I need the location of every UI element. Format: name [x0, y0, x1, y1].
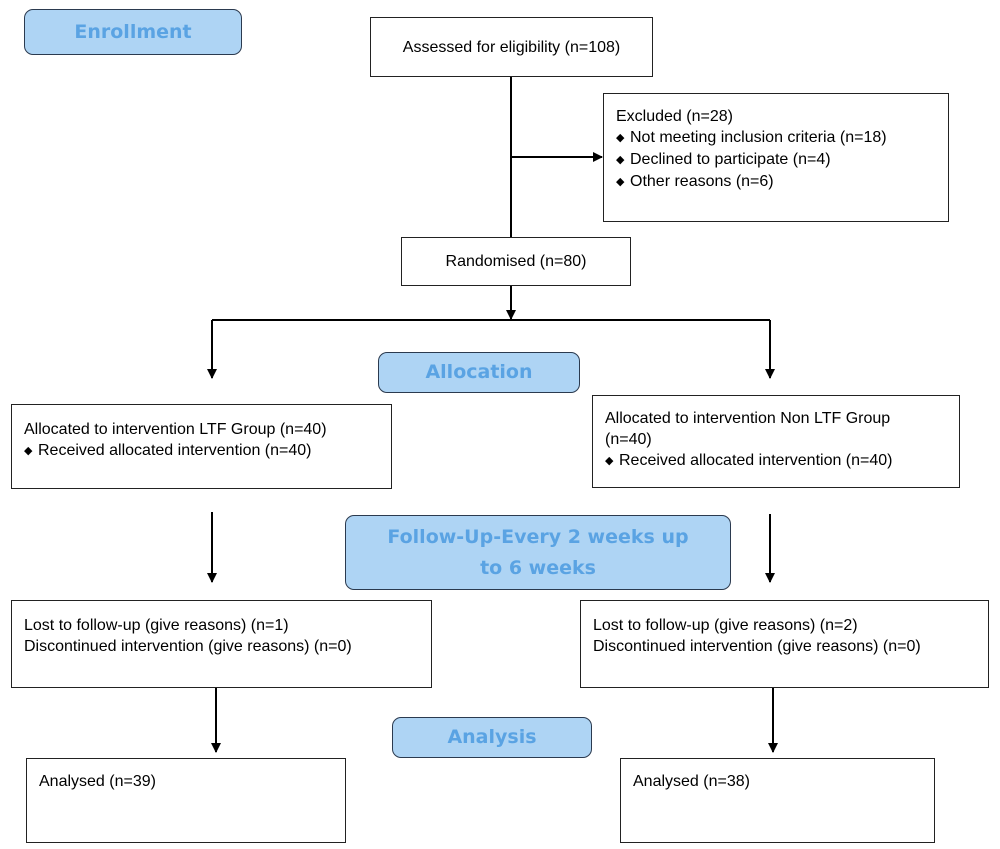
- bullet-icon: ◆: [24, 445, 33, 457]
- right-analysed-box: Analysed (n=38): [620, 758, 935, 843]
- assessed-text: Assessed for eligibility (n=108): [402, 38, 621, 56]
- right-allocated-text: Allocated to intervention Non LTF Group: [605, 410, 891, 427]
- right-followup-box: Lost to follow-up (give reasons) (n=2) D…: [580, 600, 989, 688]
- excluded-item: ◆ Declined to participate (n=4): [616, 149, 936, 171]
- left-analysed-text: Analysed (n=39): [39, 773, 156, 790]
- right-received-text: Received allocated intervention (n=40): [619, 452, 893, 469]
- excluded-title: Excluded (n=28): [616, 108, 733, 125]
- right-allocation-box: Allocated to intervention Non LTF Group …: [592, 395, 960, 488]
- left-allocation-box: Allocated to intervention LTF Group (n=4…: [11, 404, 392, 489]
- left-allocated-text: Allocated to intervention LTF Group (n=4…: [24, 421, 327, 438]
- left-received-item: ◆ Received allocated intervention (n=40): [24, 440, 379, 462]
- stage-enrollment-label: Enrollment: [74, 20, 192, 43]
- stage-follow-up: Follow-Up-Every 2 weeks up to 6 weeks: [345, 515, 731, 590]
- right-discontinued-text: Discontinued intervention (give reasons)…: [593, 638, 921, 655]
- assessed-box: Assessed for eligibility (n=108): [370, 17, 653, 77]
- randomised-box: Randomised (n=80): [401, 237, 631, 286]
- right-allocated-count: (n=40): [605, 431, 652, 448]
- stage-follow-up-label: Follow-Up-Every 2 weeks up to 6 weeks: [387, 525, 689, 579]
- stage-analysis-label: Analysis: [447, 726, 537, 748]
- left-received-text: Received allocated intervention (n=40): [38, 442, 312, 459]
- stage-analysis: Analysis: [392, 717, 592, 758]
- excluded-box: Excluded (n=28) ◆ Not meeting inclusion c…: [603, 93, 949, 222]
- randomised-text: Randomised (n=80): [445, 253, 587, 270]
- left-analysed-box: Analysed (n=39): [26, 758, 346, 843]
- left-followup-box: Lost to follow-up (give reasons) (n=1) D…: [11, 600, 432, 688]
- bullet-icon: ◆: [616, 154, 625, 166]
- bullet-icon: ◆: [605, 455, 614, 467]
- stage-allocation-label: Allocation: [425, 361, 533, 383]
- excluded-item-label: Not meeting inclusion criteria (n=18): [630, 129, 887, 146]
- right-lost-text: Lost to follow-up (give reasons) (n=2): [593, 617, 858, 634]
- stage-allocation: Allocation: [378, 352, 580, 393]
- right-received-item: ◆ Received allocated intervention (n=40): [605, 450, 947, 472]
- right-analysed-text: Analysed (n=38): [633, 773, 750, 790]
- excluded-item-label: Declined to participate (n=4): [630, 151, 831, 168]
- left-discontinued-text: Discontinued intervention (give reasons)…: [24, 638, 352, 655]
- stage-enrollment: Enrollment: [24, 9, 242, 55]
- bullet-icon: ◆: [616, 176, 625, 188]
- bullet-icon: ◆: [616, 132, 625, 144]
- left-lost-text: Lost to follow-up (give reasons) (n=1): [24, 617, 289, 634]
- excluded-item: ◆ Not meeting inclusion criteria (n=18): [616, 127, 936, 149]
- excluded-item-label: Other reasons (n=6): [630, 173, 774, 190]
- excluded-item: ◆ Other reasons (n=6): [616, 171, 936, 193]
